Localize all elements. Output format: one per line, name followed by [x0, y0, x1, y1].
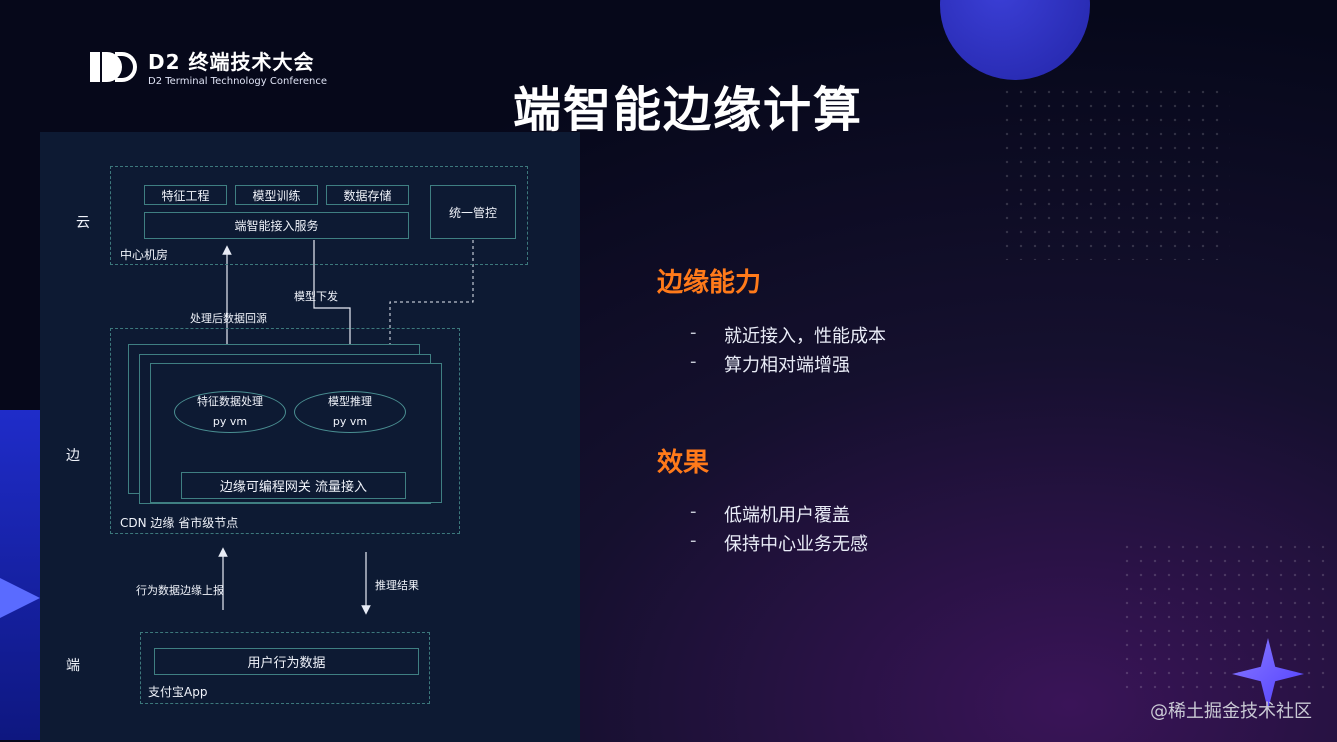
- edge-gateway-box: 边缘可编程网关 流量接入: [181, 472, 406, 499]
- decorative-left-bar: [0, 410, 40, 740]
- bullet-text: 低端机用户覆盖: [724, 505, 850, 526]
- bullet-marker: -: [690, 501, 697, 522]
- device-container-label: 支付宝App: [148, 685, 208, 699]
- bullet-text: 就近接入，性能成本: [724, 326, 886, 347]
- access-service-box: 端智能接入服务: [144, 212, 409, 239]
- watermark: @稀土掘金技术社区: [1150, 701, 1312, 722]
- flow-label-behavior-report: 行为数据边缘上报: [136, 584, 224, 597]
- conference-logo: D2 终端技术大会 D2 Terminal Technology Confere…: [88, 46, 327, 87]
- section-heading-effect: 效果: [657, 448, 710, 478]
- layer-label-edge: 边: [66, 448, 80, 464]
- bullet-marker: -: [690, 530, 697, 551]
- layer-label-device: 端: [66, 658, 80, 674]
- edge-container: [110, 328, 460, 534]
- device-container: [140, 632, 430, 704]
- feature-processing-label: 特征数据处理: [197, 395, 263, 408]
- bullet-item: - 保持中心业务无感: [690, 530, 868, 556]
- bullet-marker: -: [690, 322, 697, 343]
- slide-title: 端智能边缘计算: [512, 82, 863, 138]
- cloud-container-label: 中心机房: [120, 248, 169, 262]
- model-inference-label: 模型推理: [328, 395, 372, 408]
- flow-label-inference-result: 推理结果: [375, 579, 419, 592]
- feature-processing-runtime: py vm: [212, 415, 248, 428]
- model-inference-runtime: py vm: [332, 415, 368, 428]
- bullet-item: - 就近接入，性能成本: [690, 322, 886, 348]
- bullet-marker: -: [690, 351, 697, 372]
- logo-sub-text: D2 Terminal Technology Conference: [148, 76, 328, 87]
- decorative-dot-grid: [1000, 85, 1230, 260]
- edge-container-label: CDN 边缘 省市级节点: [120, 516, 239, 530]
- d2-logo-icon: [88, 49, 140, 85]
- bullet-text: 算力相对端增强: [724, 355, 850, 376]
- model-inference-ellipse: 模型推理 py vm: [294, 391, 406, 433]
- decorative-triangle: [0, 578, 40, 618]
- architecture-diagram: 云 边 端 特征工程 模型训练 数据存储 端智能接入服务 统一管控 中心机房 处…: [40, 132, 580, 742]
- cloud-container: [110, 166, 528, 265]
- user-behavior-data-box: 用户行为数据: [154, 648, 419, 675]
- module-data-storage: 数据存储: [326, 185, 409, 205]
- section-heading-edge-capability: 边缘能力: [657, 268, 762, 298]
- bullet-item: - 算力相对端增强: [690, 351, 850, 377]
- module-model-training: 模型训练: [235, 185, 318, 205]
- flow-label-data-return: 处理后数据回源: [190, 312, 267, 325]
- module-feature-engineering: 特征工程: [144, 185, 227, 205]
- bullet-item: - 低端机用户覆盖: [690, 501, 850, 527]
- bullet-text: 保持中心业务无感: [724, 534, 868, 555]
- logo-main-text: D2 终端技术大会: [148, 50, 315, 74]
- flow-label-model-deliver: 模型下发: [294, 290, 338, 303]
- unified-control-box: 统一管控: [430, 185, 516, 239]
- feature-processing-ellipse: 特征数据处理 py vm: [174, 391, 286, 433]
- decorative-circle: [940, 0, 1090, 80]
- edge-node-front: [150, 363, 442, 503]
- decorative-dot-grid: [1120, 540, 1330, 690]
- layer-label-cloud: 云: [76, 215, 90, 231]
